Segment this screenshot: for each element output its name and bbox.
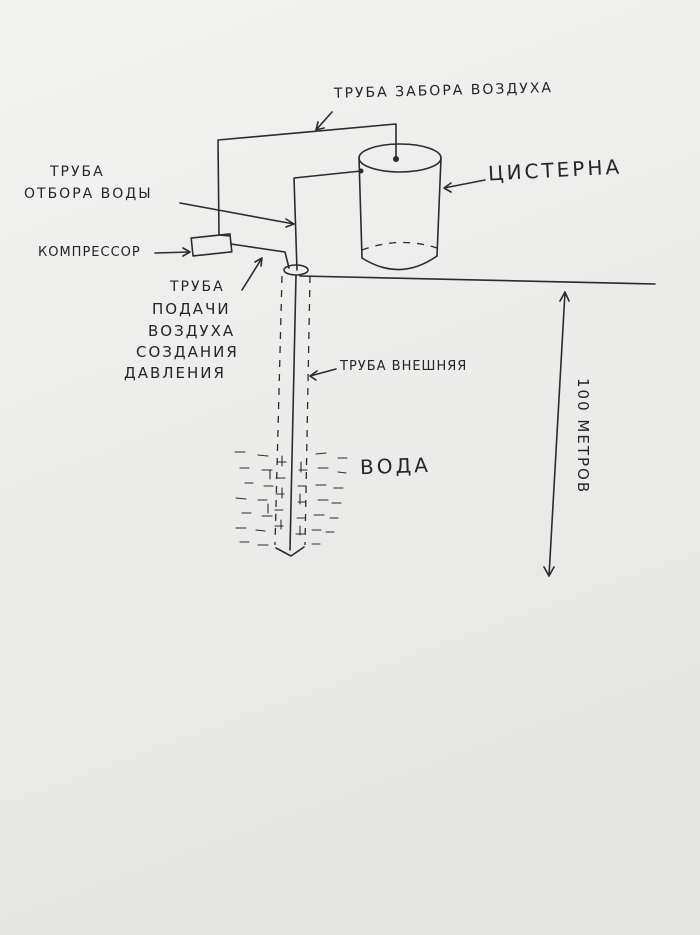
air-supply-pipe-arrow xyxy=(241,257,263,291)
tank-cylinder xyxy=(358,143,442,271)
air-supply-pipe-label-line3: ВОЗДУХА xyxy=(148,322,236,340)
water-label: ВОДА xyxy=(359,452,432,480)
depth-label: 100 МЕТРОВ xyxy=(574,378,592,495)
well-head xyxy=(283,264,309,276)
compressor-label: КОМПРЕССОР xyxy=(38,245,141,260)
air-intake-pipe-line xyxy=(217,123,397,237)
air-supply-pipe-label-line4: СОЗДАНИЯ xyxy=(136,343,239,361)
tank-label: ЦИСТЕРНА xyxy=(487,154,623,186)
outer-pipe-left-wall xyxy=(274,275,283,546)
water-outlet-pipe-label-line2: ОТБОРА ВОДЫ xyxy=(24,186,153,202)
pipe-bottom xyxy=(275,546,305,557)
arrows xyxy=(154,111,570,577)
air-supply-pipe-label-line1: ТРУБА xyxy=(170,279,225,295)
inner-pipe xyxy=(289,274,297,551)
water-outlet-pipe-line xyxy=(293,170,362,271)
air-supply-pipe-line xyxy=(230,243,290,269)
water-outlet-pipe-label-line1: ТРУБА xyxy=(50,164,105,180)
compressor-arrow xyxy=(154,247,191,257)
outer-pipe-arrow xyxy=(309,368,337,381)
water-outlet-pipe-arrow xyxy=(179,202,295,228)
compressor-box xyxy=(190,233,233,257)
air-intake-pipe-arrow xyxy=(315,111,333,131)
tank-arrow xyxy=(443,179,486,193)
air-supply-pipe-label-line5: ДАВЛЕНИЯ xyxy=(124,364,226,382)
ground-line xyxy=(299,275,656,285)
tank-top-inlet xyxy=(393,156,399,162)
water-hatching xyxy=(234,451,348,546)
air-supply-pipe-label-line2: ПОДАЧИ xyxy=(152,300,231,318)
outer-pipe-right-wall xyxy=(304,275,311,546)
outer-pipe-label: ТРУБА ВНЕШНЯЯ xyxy=(340,359,468,374)
depth-arrow xyxy=(543,291,570,577)
